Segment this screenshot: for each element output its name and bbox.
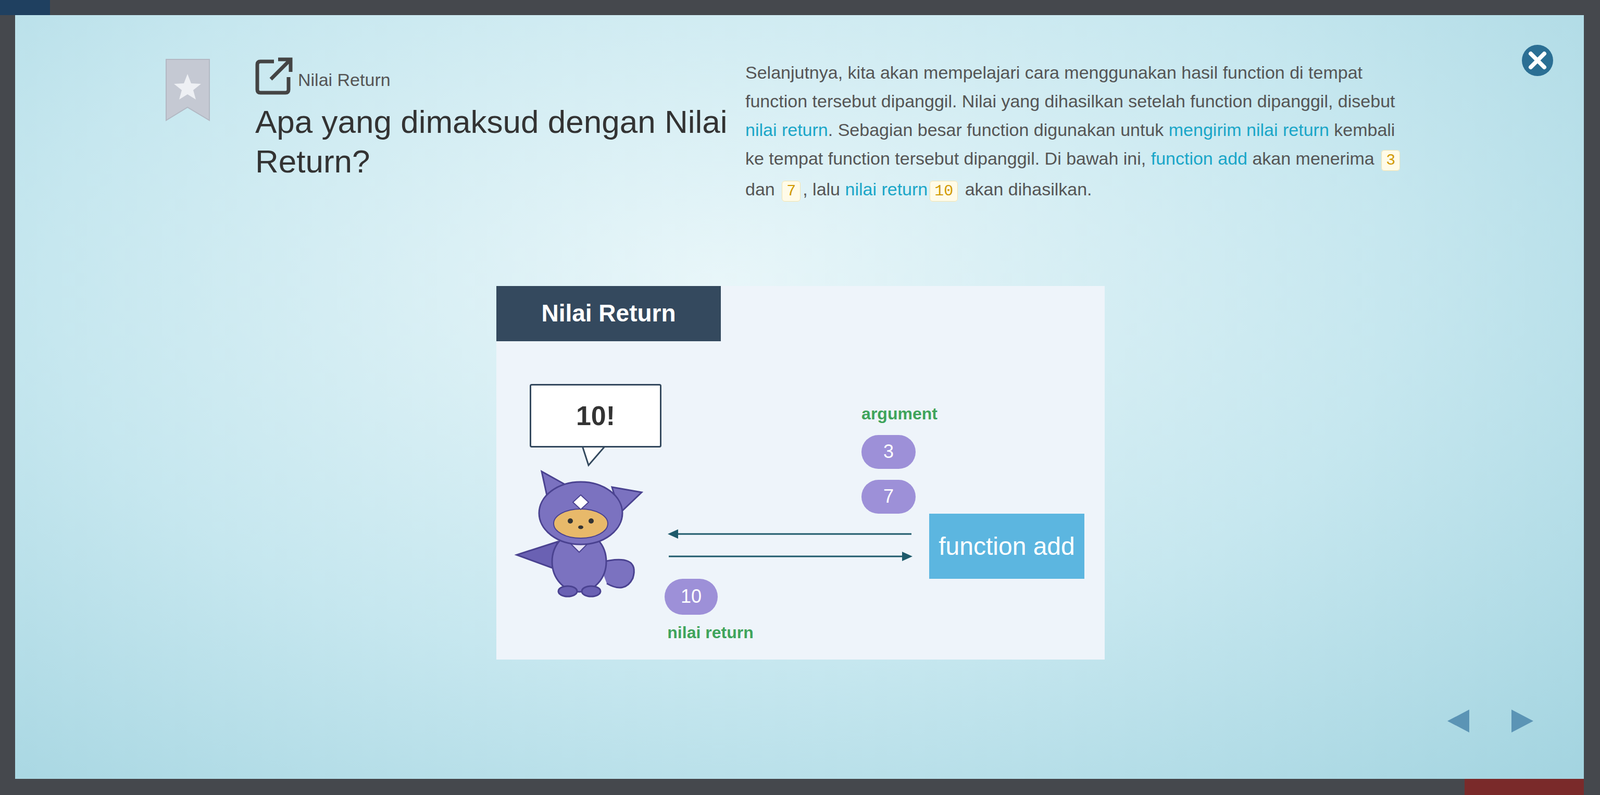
highlight-text: mengirim nilai return: [1168, 119, 1330, 140]
highlight-text: nilai return: [745, 119, 829, 140]
argument-pill: 3: [861, 434, 916, 469]
highlight-text: function add: [1151, 148, 1248, 169]
intro-paragraph: Selanjutnya, kita akan mempelajari cara …: [745, 58, 1418, 206]
paragraph-text: akan menerima: [1247, 148, 1380, 169]
node-text: 3: [883, 441, 894, 462]
paragraph-text: akan dihasilkan.: [959, 179, 1092, 199]
node-text: function add: [938, 532, 1075, 560]
node-text: Nilai Return: [541, 300, 676, 327]
section-label: Nilai Return: [297, 69, 391, 91]
inline-code: 3: [1381, 150, 1400, 171]
diagram-label-text: nilai return: [667, 622, 754, 642]
node-text: 7: [883, 486, 894, 507]
inline-code: 7: [781, 180, 801, 202]
title-text: Apa yang dimaksud dengan Nilai Return?: [255, 103, 728, 180]
page-title: Apa yang dimaksud dengan Nilai Return?: [255, 102, 756, 182]
node-text: 10!: [576, 401, 616, 431]
diagram-label-text: argument: [861, 404, 938, 423]
ninja-character: [516, 471, 642, 597]
paragraph-text: Selanjutnya, kita akan mempelajari cara …: [745, 62, 1400, 111]
section-label-text: Nilai Return: [297, 69, 391, 90]
speech-bubble: 10!: [529, 383, 662, 448]
function-box: function add: [929, 513, 1085, 579]
diagram-label: argument: [861, 404, 938, 424]
diagram-card: [496, 285, 1105, 660]
diagram-label: nilai return: [667, 622, 754, 643]
paragraph-text: . Sebagian besar function digunakan untu…: [828, 119, 1169, 140]
inline-code: 10: [929, 180, 958, 202]
highlight-text: nilai return: [844, 179, 928, 199]
header-band: Nilai Return: [496, 285, 721, 342]
paragraph-text: , lalu: [802, 179, 845, 199]
return-pill: 10: [664, 578, 718, 615]
node-text: 10: [680, 586, 702, 607]
argument-pill: 7: [861, 479, 916, 514]
